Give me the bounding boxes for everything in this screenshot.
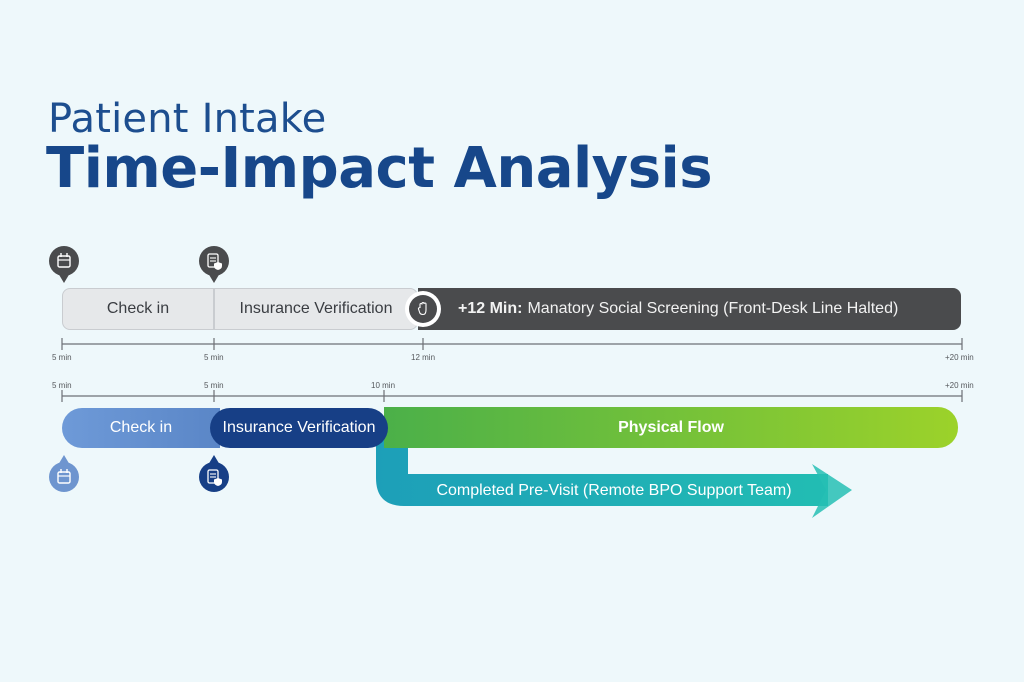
title-line-1: Patient Intake — [48, 96, 327, 142]
stop-hand-icon — [417, 301, 427, 316]
tick-label: 5 min — [52, 381, 72, 390]
title-line-2: Time-Impact Analysis — [46, 136, 713, 201]
tick-label: +20 min — [945, 381, 974, 390]
document-shield-icon — [199, 246, 229, 283]
remote-branch-arrow — [376, 440, 852, 518]
improved-insurance-verification-step: Insurance Verification — [210, 408, 388, 448]
current-flow-axis — [61, 338, 963, 350]
delay-screening-bar: +12 Min: Manatory Social Screening (Fron… — [418, 288, 961, 330]
physical-flow-step: Physical Flow — [384, 407, 958, 448]
tick-label: 5 min — [52, 353, 72, 362]
delay-label: Manatory Social Screening (Front-Desk Li… — [527, 300, 899, 317]
calendar-icon — [49, 455, 79, 492]
current-insurance-verification-step: Insurance Verification — [214, 288, 418, 330]
tick-label: 5 min — [204, 381, 224, 390]
delay-emphasis: +12 Min: — [458, 300, 523, 317]
remote-branch-label: Completed Pre-Visit (Remote BPO Support … — [436, 482, 792, 499]
tick-label: 5 min — [204, 353, 224, 362]
stop-marker — [405, 291, 441, 327]
improved-flow-axis — [61, 390, 963, 402]
tick-label: 12 min — [411, 353, 436, 362]
tick-label: 10 min — [371, 381, 396, 390]
calendar-icon — [49, 246, 79, 283]
improved-check-in-step: Check in — [62, 408, 220, 448]
current-check-in-step: Check in — [62, 288, 214, 330]
document-shield-icon — [199, 455, 229, 492]
tick-label: +20 min — [945, 353, 974, 362]
